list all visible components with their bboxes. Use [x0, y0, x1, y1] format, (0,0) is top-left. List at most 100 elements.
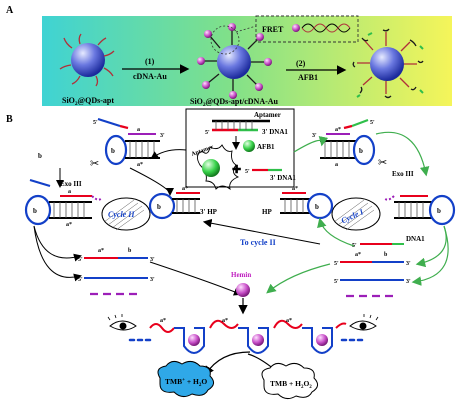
b-label-tag: b	[38, 152, 42, 160]
hairpin-left-top	[97, 117, 160, 166]
afb1-small-icon	[243, 140, 255, 152]
three-label-r7: 3'	[406, 279, 411, 285]
step2-label: (2)	[296, 59, 306, 68]
five-label-r6: 5'	[334, 261, 339, 267]
five-label-5: 5'	[78, 277, 83, 283]
b-label-1: b	[111, 147, 115, 155]
astar-label-4: a*	[98, 248, 104, 254]
hemin-label: Hemin	[231, 271, 251, 279]
dna1-three-label: 3' DNA1	[262, 128, 288, 136]
arrow-box-left	[150, 149, 187, 160]
right-products	[340, 243, 404, 298]
central-box	[185, 108, 295, 188]
dna1-label-b: 3' DNA1	[270, 174, 296, 182]
astar-label-g1: a*	[160, 318, 166, 324]
eye-icon-left	[107, 314, 137, 331]
left-products	[84, 257, 148, 296]
np2-nanoparticle	[197, 23, 272, 99]
hairpin-right-mid	[383, 194, 456, 226]
np3-nanoparticle	[352, 28, 424, 99]
arrow-green-1	[375, 131, 430, 177]
hairpin-center-left	[148, 192, 200, 220]
fret-label: FRET	[262, 25, 284, 34]
arrow-left-1	[33, 225, 82, 262]
np1-label: SiO2@QDs-apt	[62, 96, 114, 107]
cycle1-hatch	[333, 199, 375, 231]
exo-left: Exo III	[60, 180, 82, 188]
eye-icon-right	[349, 314, 379, 331]
plus-sign: ✚	[232, 164, 241, 176]
b-label-3: b	[157, 203, 161, 211]
five-prime-central: 5'	[205, 130, 210, 136]
astar-label-1: a*	[137, 162, 143, 168]
arrow-left-2	[33, 225, 82, 282]
astar-label-g2: a*	[222, 318, 228, 324]
a-label-2: a	[68, 189, 71, 195]
step1-reagent: cDNA-Au	[133, 72, 167, 81]
to-cycle2-label: To cycle II	[240, 238, 276, 247]
arrow-green-2	[415, 225, 447, 268]
arrow-box-right	[293, 136, 329, 153]
aptamer-label: Aptamer	[254, 111, 281, 119]
astar-label-r1: a*	[335, 127, 341, 133]
five-label-r7: 5'	[334, 279, 339, 285]
a-label-r1: a	[335, 162, 338, 168]
arrow-green-3	[411, 225, 449, 286]
b-label-r2: b	[437, 207, 441, 215]
panel-b-letter: B	[6, 114, 13, 125]
dna1-label-c: DNA1	[406, 235, 425, 243]
tmb-label: TMB + H2O2	[270, 379, 312, 390]
astar-label-2: a*	[66, 222, 72, 228]
exo-right: Exo III	[392, 170, 414, 178]
five-label-r1: 5'	[370, 120, 375, 126]
hairpin-left-mid	[24, 178, 103, 226]
tmb-cloud	[261, 362, 318, 400]
astar-label-r5: a*	[355, 252, 361, 258]
five-prime-dna1: 5'	[245, 169, 250, 175]
np2-label: SiO2@QDs-apt/cDNA-Au	[190, 97, 279, 108]
three-label-4: 3'	[150, 257, 155, 263]
hp-left: 3' HP	[200, 208, 218, 216]
astar-label-r3: a*	[292, 186, 298, 192]
fret-box	[255, 15, 359, 43]
zoom-line	[235, 25, 257, 33]
aptamer-afb1-complex	[197, 144, 240, 191]
astar-label-3: a*	[182, 186, 188, 192]
b-label-r1: b	[359, 147, 363, 155]
aptamer-small-label: Aptamer	[191, 144, 215, 158]
five-label-4: 5'	[78, 257, 83, 263]
arrow-green-4	[317, 217, 355, 247]
zoom-circle	[210, 25, 240, 55]
astar-label-g3: a*	[286, 318, 292, 324]
three-label-r5: 3'	[406, 261, 411, 267]
cycle1-ellipse	[331, 197, 381, 231]
cycle2-hatch	[103, 199, 145, 231]
step1-label: (1)	[145, 57, 155, 66]
hairpin-center-right	[280, 192, 334, 220]
b-label-r5: b	[384, 252, 388, 258]
aptamer-dna1-duplex	[212, 119, 270, 132]
three-label-5: 3'	[150, 277, 155, 283]
np1-nanoparticle	[59, 33, 115, 87]
b-label-4: b	[128, 248, 132, 254]
step2-reagent: AFB1	[298, 73, 318, 82]
afb1-label: AFB1	[257, 143, 275, 151]
tmb-ox-cloud	[157, 360, 214, 398]
svg-text:✂: ✂	[378, 157, 387, 169]
tmb-ox-label: TMB+ + H2O	[165, 377, 207, 388]
hp-right: HP	[262, 208, 272, 216]
three-label-r1: 3'	[312, 133, 317, 139]
g-quadruplex-row	[128, 319, 364, 354]
cycle2-label: Cycle II	[108, 210, 135, 219]
arrow-left-top	[129, 167, 174, 196]
b-label-2: b	[33, 207, 37, 215]
panel-a-letter: A	[6, 5, 14, 16]
three-label-1: 3'	[160, 133, 165, 139]
svg-text:✂: ✂	[90, 158, 99, 170]
fret-helix-icon	[292, 23, 351, 33]
cycle2-ellipse	[101, 197, 151, 231]
scissors-icon-left: ✂	[90, 158, 99, 170]
scissors-icon-right: ✂	[378, 157, 387, 169]
